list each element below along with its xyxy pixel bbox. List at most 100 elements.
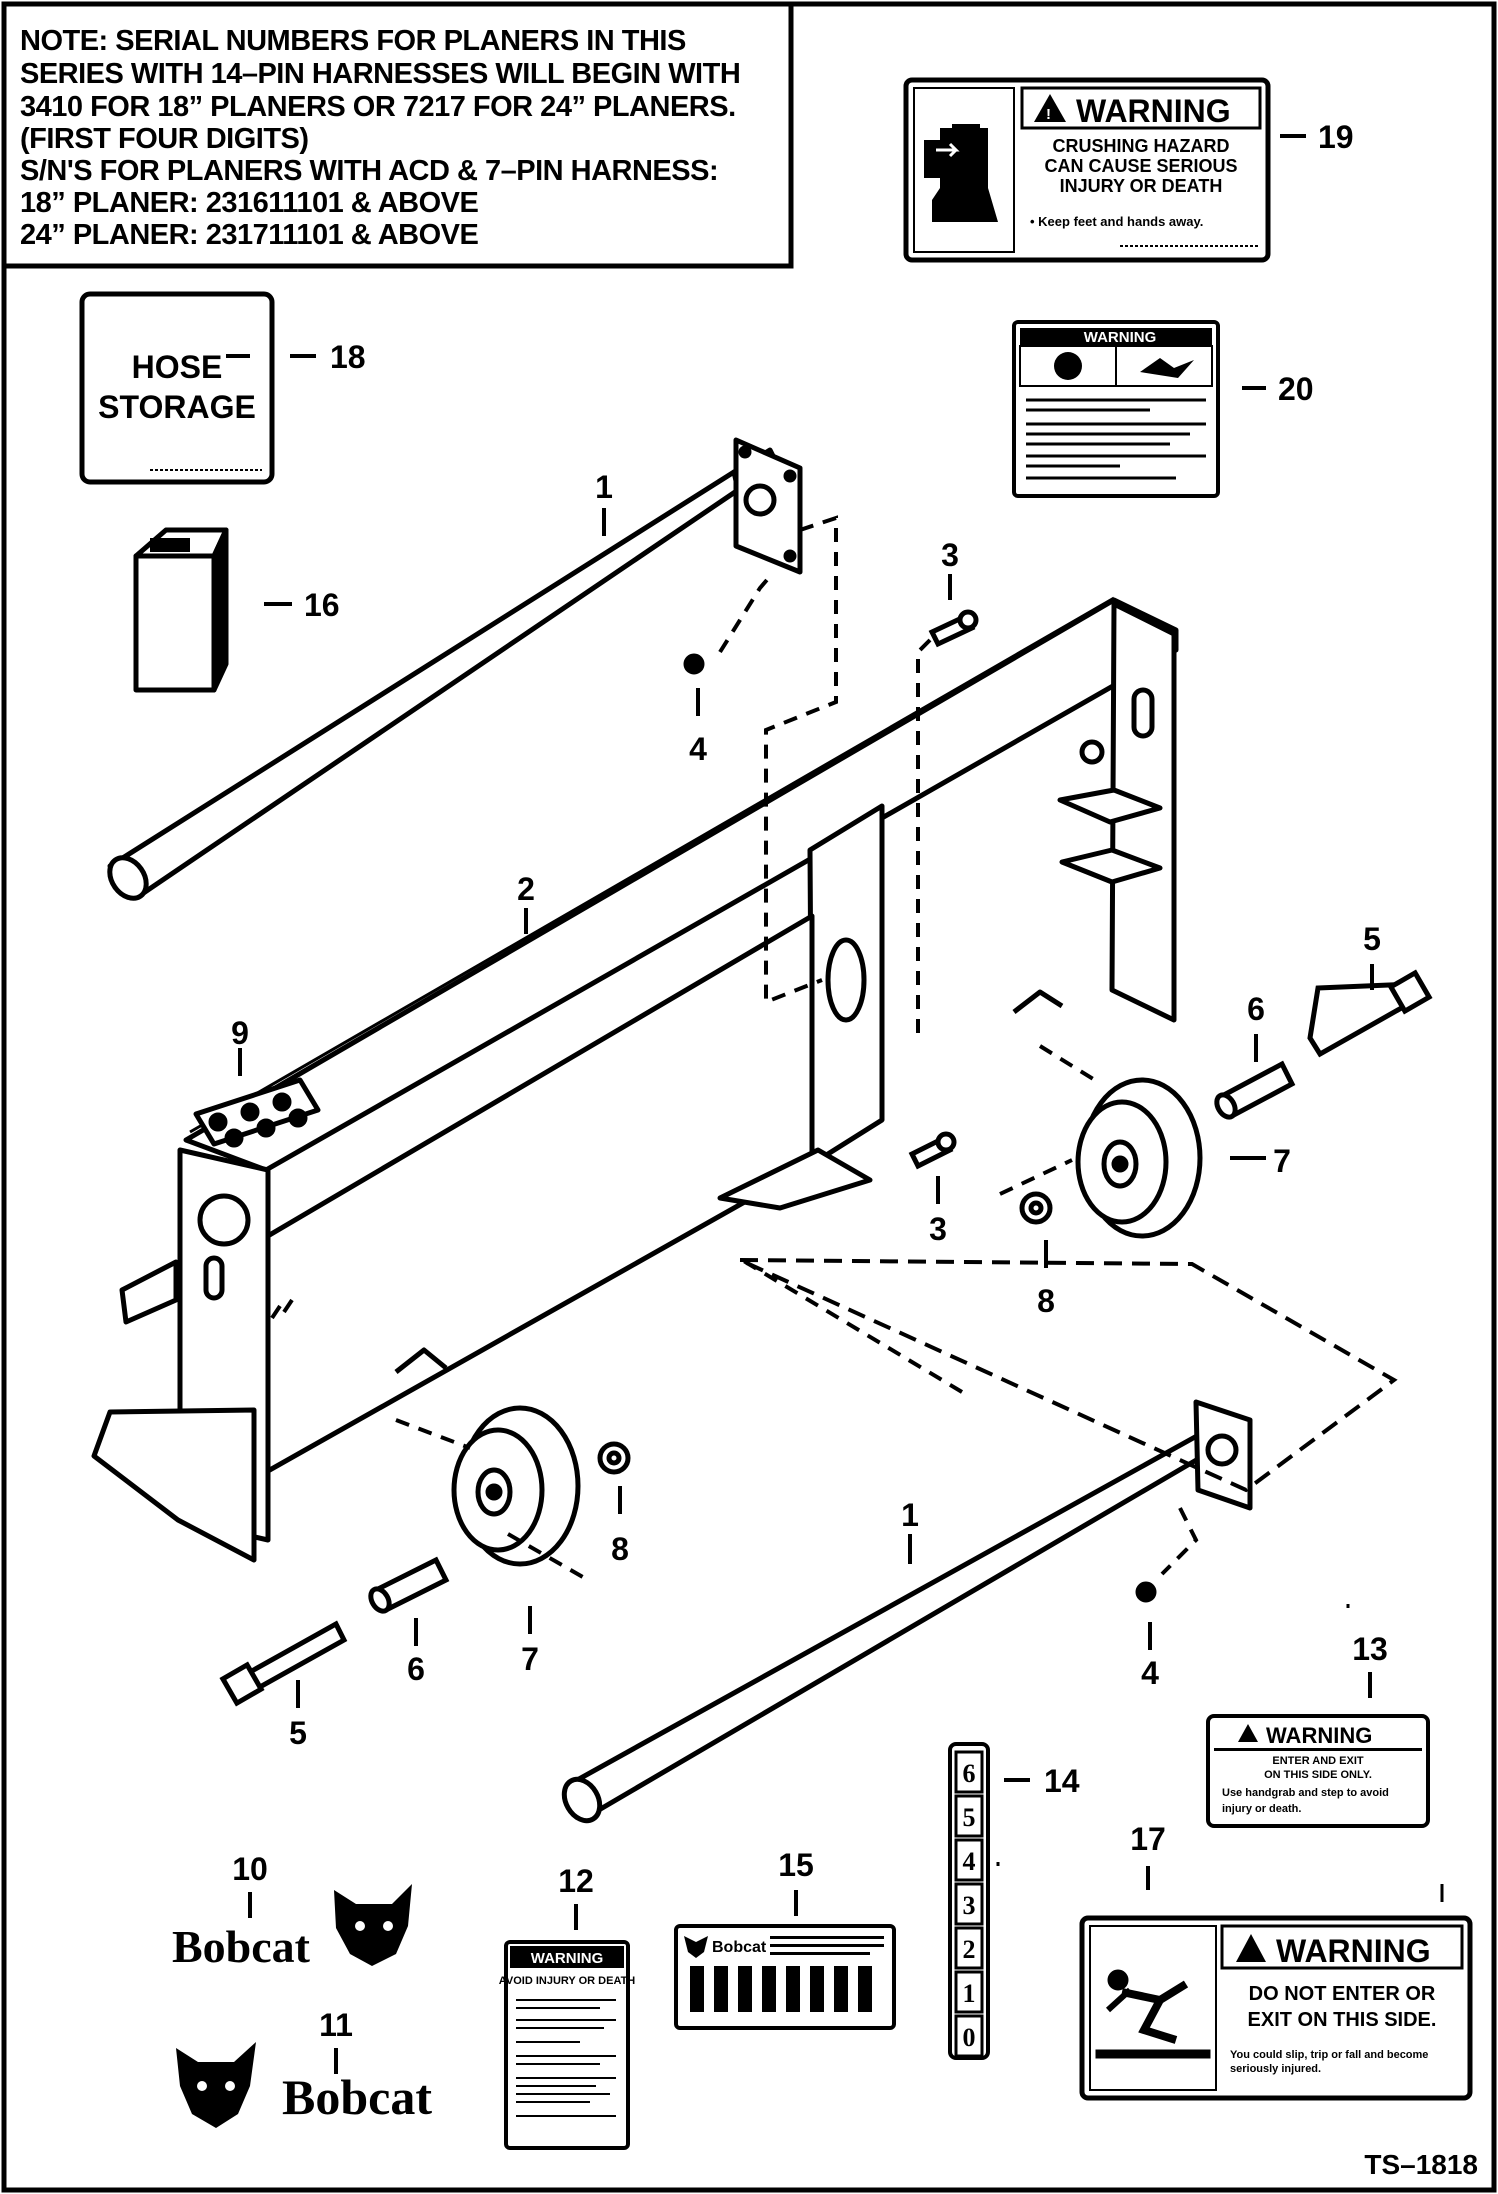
strip-digit: 2 [963, 1935, 976, 1964]
decal-13-line-3: Use handgrab and step to avoid [1222, 1787, 1389, 1799]
logo-11-bobcat: Bobcat [176, 2042, 432, 2128]
hose-storage-line-2: STORAGE [98, 389, 256, 425]
callout-19: 19 [1318, 119, 1354, 155]
slip-fall-icon [1095, 1969, 1211, 2059]
rotating-parts-icon [1054, 352, 1082, 380]
callout-3-upper: 3 [941, 537, 959, 573]
decal-12-warning: WARNING AVOID INJURY OR DEATH [499, 1940, 636, 2150]
strip-digit: 4 [963, 1847, 976, 1876]
part-7-wheel-right [1075, 1077, 1203, 1239]
decal-13-line-2: ON THIS SIDE ONLY. [1264, 1769, 1372, 1781]
decal-12-fine-print [516, 1999, 616, 2117]
strip-digit: 0 [963, 2023, 976, 2052]
logo-11-wordmark: Bobcat [282, 2069, 432, 2125]
callout-9: 9 [231, 1015, 249, 1051]
callout-7-left: 7 [521, 1641, 539, 1677]
callout-6-left: 6 [407, 1651, 425, 1687]
decal-15-fine-print [690, 1936, 884, 2012]
hand-entanglement-icon [1140, 358, 1194, 378]
decal-19-line-1: CRUSHING HAZARD [1053, 136, 1230, 156]
part-3-screw-lower [908, 1131, 957, 1170]
part-4-nut-upper [683, 653, 705, 675]
note-line-6: 18” PLANER: 231611101 & ABOVE [20, 187, 478, 219]
hose-storage-line-1: HOSE [132, 349, 223, 385]
decal-12-title: WARNING [531, 1950, 604, 1967]
note-line-3: 3410 FOR 18” PLANERS OR 7217 FOR 24” PLA… [20, 91, 736, 123]
strip-cell [954, 1750, 984, 1794]
strip-cell [954, 1794, 984, 1838]
decal-17-line-1: DO NOT ENTER OR [1249, 1983, 1436, 2005]
callout-11: 11 [319, 2007, 353, 2043]
callout-16: 16 [304, 587, 340, 623]
callout-10: 10 [232, 1851, 268, 1887]
part-5-bolt-left [219, 1620, 348, 1707]
decal-19-title: WARNING [1076, 93, 1231, 129]
part-8-nut-right [1019, 1191, 1053, 1225]
strip-cell [954, 1926, 984, 1970]
note-line-7: 24” PLANER: 231711101 & ABOVE [20, 219, 478, 251]
note-line-2: SERIES WITH 14–PIN HARNESSES WILL BEGIN … [20, 58, 740, 90]
decal-13-line-4: injury or death. [1222, 1803, 1301, 1815]
decal-17-line-2: EXIT ON THIS SIDE. [1248, 2009, 1437, 2031]
callout-2: 2 [517, 871, 535, 907]
decal-13-enter-exit-warning: WARNING ENTER AND EXIT ON THIS SIDE ONLY… [1206, 1714, 1430, 1828]
decal-17-do-not-enter-warning: WARNING DO NOT ENTER OR EXIT ON THIS SID… [1079, 1915, 1473, 2101]
callout-15: 15 [778, 1847, 814, 1883]
drawing-number: TS–1818 [1364, 2149, 1478, 2180]
decal-17-title: WARNING [1276, 1933, 1431, 1969]
note-line-4: (FIRST FOUR DIGITS) [20, 123, 309, 155]
part-1-upper-tube [107, 437, 803, 901]
decal-19-bullet: • Keep feet and hands away. [1030, 214, 1203, 229]
svg-text:!: ! [1046, 106, 1051, 123]
decal-20-fine-print [1026, 398, 1206, 480]
callout-17: 17 [1130, 1821, 1166, 1857]
serial-number-note: NOTE: SERIAL NUMBERS FOR PLANERS IN THIS… [1, 1, 794, 269]
strip-digit: 5 [963, 1803, 976, 1832]
callout-8-left: 8 [611, 1531, 629, 1567]
strip-cell [954, 1838, 984, 1882]
scan-artifacts [996, 1604, 1444, 1902]
decal-18-hose-storage: HOSE STORAGE [79, 291, 275, 485]
decal-13-line-1: ENTER AND EXIT [1272, 1755, 1364, 1767]
callout-18: 18 [330, 339, 366, 375]
note-line-1: NOTE: SERIAL NUMBERS FOR PLANERS IN THIS [20, 25, 686, 57]
callout-13: 13 [1352, 1631, 1388, 1667]
strip-cell [954, 1970, 984, 2014]
strip-digit: 1 [963, 1979, 976, 2008]
callout-numbers: 1 2 9 3 4 3 5 6 7 8 8 6 7 5 1 4 18 16 19… [231, 119, 1388, 2043]
part-6-spacer-left [368, 1556, 450, 1614]
decal-15-bobcat-label: Bobcat [674, 1924, 896, 2030]
callout-8-right: 8 [1037, 1283, 1055, 1319]
decal-12-subtitle: AVOID INJURY OR DEATH [499, 1975, 636, 1987]
callout-12: 12 [558, 1863, 594, 1899]
callout-4-lower: 4 [1141, 1655, 1159, 1691]
callout-5-left: 5 [289, 1715, 307, 1751]
part-4-nut-lower [1135, 1581, 1157, 1603]
part-5-bolt-right [1307, 969, 1433, 1058]
decal-17-line-4: seriously injured. [1230, 2063, 1321, 2075]
bobcat-head-icon [684, 1936, 708, 1958]
part-6-spacer-right [1214, 1060, 1296, 1120]
warning-triangle-icon [1236, 1934, 1266, 1962]
callout-4-upper: 4 [689, 731, 707, 767]
logo-10-bobcat: Bobcat [172, 1884, 412, 1972]
warning-triangle-icon [1238, 1724, 1258, 1742]
callout-leaders [226, 134, 1374, 2074]
strip-cell [954, 2014, 984, 2058]
part-2-main-frame [91, 596, 1179, 1563]
decal-13-title: WARNING [1266, 1723, 1372, 1748]
assembly-dashed-lines [395, 515, 1398, 1582]
bobcat-head-icon [176, 2042, 256, 2128]
decal-19-crushing-hazard: ! WARNING CRUSHING HAZARD CAN CAUSE SERI… [903, 77, 1271, 263]
strip-cell [954, 1882, 984, 1926]
decal-20-warning: WARNING [1012, 320, 1220, 498]
logo-10-wordmark: Bobcat [172, 1921, 311, 1972]
decal-19-line-3: INJURY OR DEATH [1060, 176, 1223, 196]
callout-5-right: 5 [1363, 921, 1381, 957]
part-8-nut-left [597, 1441, 631, 1475]
note-line-5: S/N'S FOR PLANERS WITH ACD & 7–PIN HARNE… [20, 155, 718, 187]
decal-17-line-3: You could slip, trip or fall and become [1230, 2049, 1428, 2061]
